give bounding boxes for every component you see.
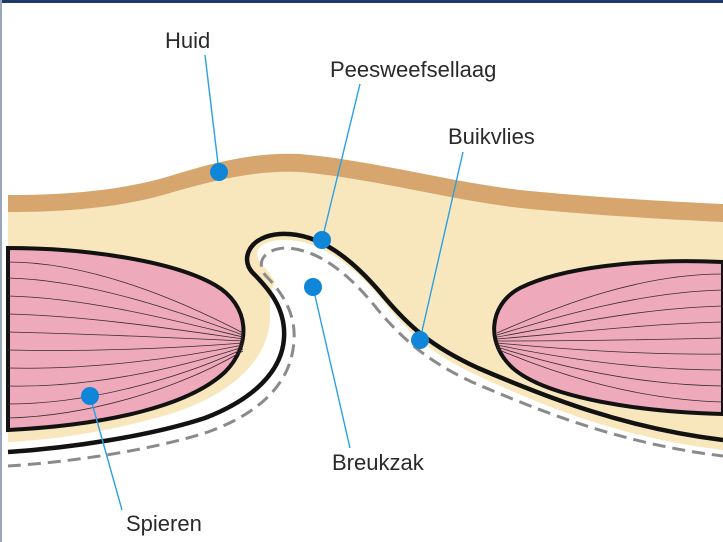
label-peesweefsellaag: Peesweefsellaag (330, 57, 496, 82)
label-huid: Huid (165, 28, 210, 53)
marker-dot-spieren (81, 387, 99, 405)
marker-dot-breukzak (304, 278, 322, 296)
frame-left-edge (0, 0, 2, 542)
label-spieren: Spieren (126, 511, 202, 536)
frame-top-edge (0, 0, 723, 3)
marker-dot-huid (210, 163, 228, 181)
marker-dot-peesweefsellaag (313, 231, 331, 249)
marker-dot-buikvlies (411, 331, 429, 349)
label-breukzak: Breukzak (332, 450, 425, 475)
label-buikvlies: Buikvlies (448, 124, 535, 149)
